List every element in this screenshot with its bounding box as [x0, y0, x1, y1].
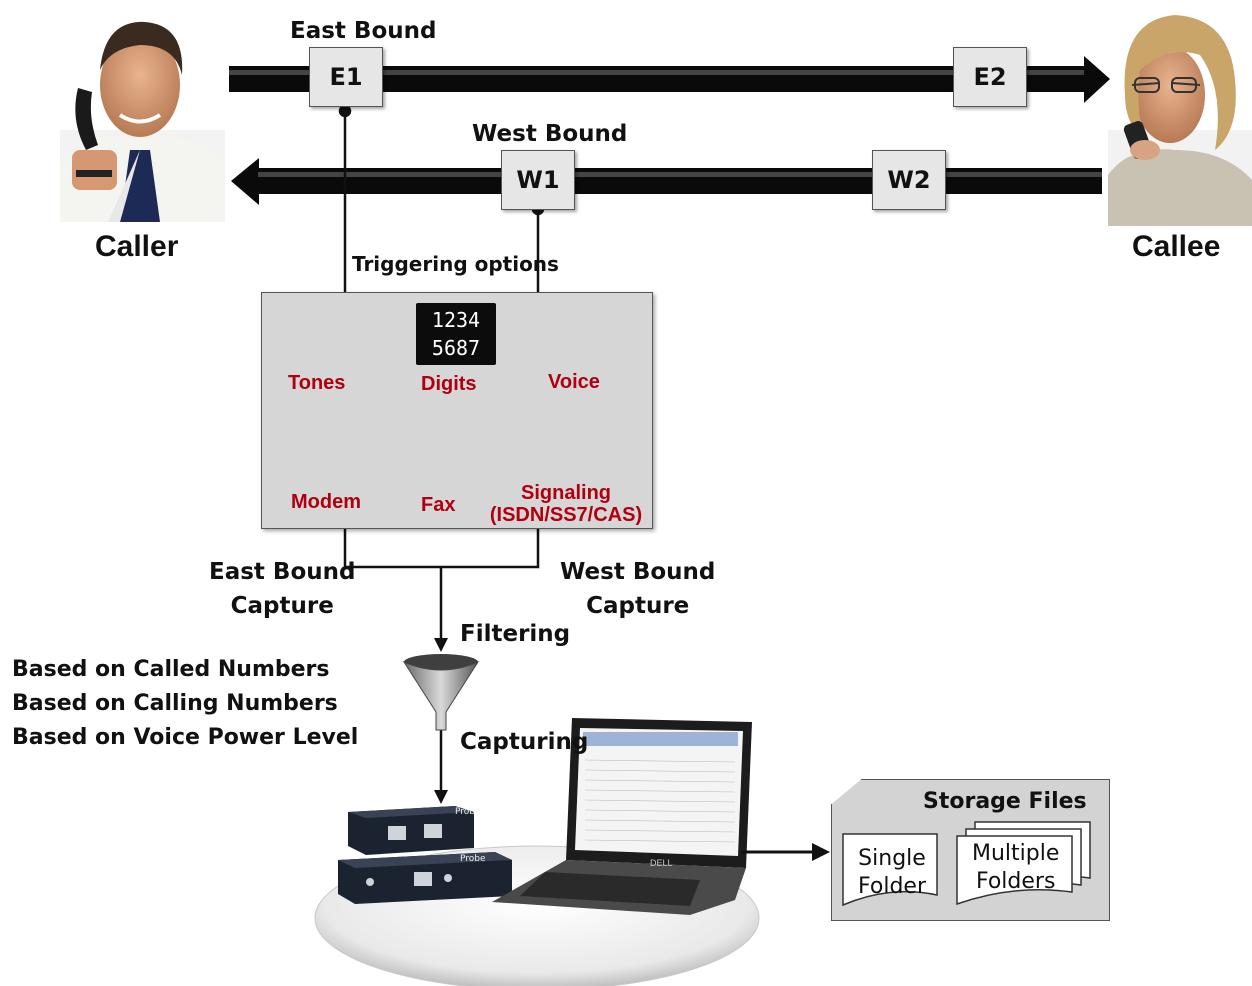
triggering-options-label: Triggering options — [352, 252, 559, 276]
option-signaling-line2: (ISDN/SS7/CAS) — [489, 504, 643, 526]
probe-unit-top — [348, 806, 474, 855]
east-bound-label: East Bound — [290, 18, 437, 44]
caller-label: Caller — [95, 230, 179, 263]
single-folder-label[interactable]: Single Folder — [858, 845, 926, 901]
west-bound-capture-label: West Bound Capture — [560, 555, 715, 623]
filtering-label: Filtering — [460, 621, 571, 647]
east-capture-line2: Capture — [230, 593, 334, 619]
option-signaling-line1: Signaling — [521, 482, 611, 504]
east-bound-capture-label: East Bound Capture — [209, 555, 355, 623]
probe-brand-top: Probe — [455, 807, 481, 817]
filter-criteria-item: Based on Voice Power Level — [12, 725, 359, 750]
probe-unit-bottom — [338, 852, 512, 904]
multiple-folders-line1: Multiple — [972, 841, 1060, 866]
multiple-folders-line2: Folders — [975, 869, 1056, 894]
funnel-icon — [402, 654, 480, 731]
option-modem[interactable]: Modem — [291, 491, 361, 513]
east-capture-line1: East Bound — [209, 559, 356, 585]
probe-point-e1[interactable]: E1 — [309, 47, 383, 107]
digits-display-line1: 1234 — [431, 308, 481, 332]
probe-point-w2[interactable]: W2 — [872, 150, 946, 210]
caller-person-icon — [60, 21, 225, 222]
callee-label: Callee — [1132, 230, 1221, 263]
probe-point-e2[interactable]: E2 — [953, 47, 1027, 107]
west-capture-line2: Capture — [586, 593, 690, 619]
probe-point-w1[interactable]: W1 — [501, 150, 575, 210]
laptop-icon: DELL — [492, 718, 752, 915]
option-tones[interactable]: Tones — [288, 372, 346, 394]
capturing-label: Capturing — [460, 729, 589, 755]
option-voice[interactable]: Voice — [548, 371, 600, 393]
west-bound-label: West Bound — [472, 121, 628, 147]
filter-criteria-item: Based on Calling Numbers — [12, 691, 338, 716]
west-capture-line1: West Bound — [560, 559, 716, 585]
capture-arrowhead — [434, 790, 448, 804]
digits-display-line2: 5687 — [431, 336, 481, 360]
callee-person-icon — [1108, 15, 1252, 226]
digits-icon: 1234 5687 — [416, 303, 496, 365]
laptop-brand: DELL — [650, 858, 673, 868]
filter-arrowhead — [434, 638, 448, 652]
option-fax[interactable]: Fax — [421, 494, 456, 516]
filter-criteria-list: Based on Called Numbers Based on Calling… — [12, 653, 358, 755]
option-digits[interactable]: Digits — [421, 373, 477, 395]
filter-criteria-item: Based on Called Numbers — [12, 657, 330, 682]
single-folder-line2: Folder — [858, 874, 926, 899]
storage-arrow — [742, 843, 830, 861]
option-signaling[interactable]: Signaling (ISDN/SS7/CAS) — [481, 482, 651, 526]
west-bound-arrow — [231, 158, 1102, 205]
probe-brand-bottom: Probe — [460, 854, 486, 864]
storage-files-title: Storage Files — [923, 789, 1087, 814]
multiple-folders-label[interactable]: Multiple Folders — [972, 840, 1059, 896]
single-folder-line1: Single — [858, 846, 926, 871]
